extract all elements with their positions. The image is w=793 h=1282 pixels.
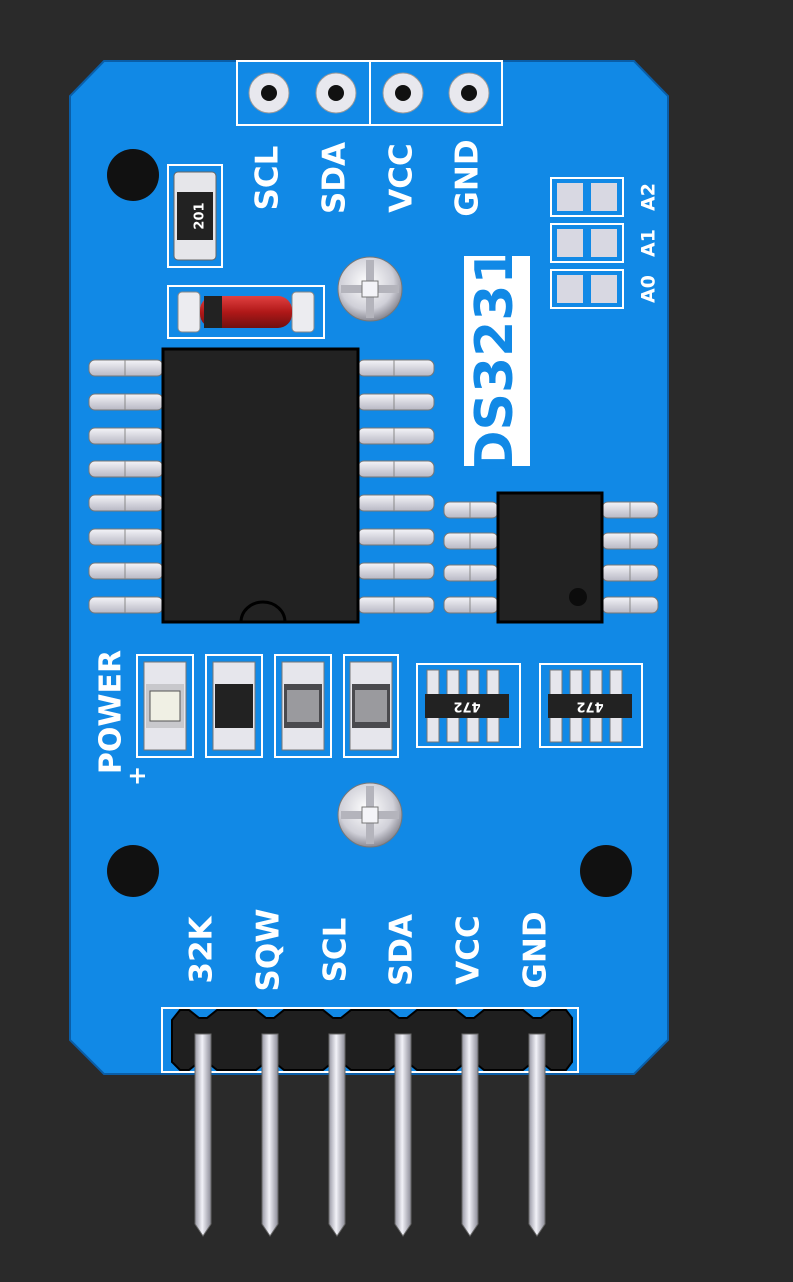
bottom-header-label-vcc: VCC <box>451 915 487 985</box>
ic-rtc-lead-right <box>357 359 435 377</box>
mounting-hole-bottom-left <box>107 845 159 897</box>
bottom-header-label-sda: SDA <box>384 914 420 986</box>
bottom-header-label-sqw: SQW <box>251 909 287 992</box>
ic-eeprom <box>443 491 659 624</box>
mounting-hole-bottom-right <box>580 845 632 897</box>
bottom-header-pin-32k <box>194 1033 212 1237</box>
ic-rtc-lead-left <box>88 494 164 512</box>
diode <box>167 285 325 339</box>
ic-rtc-lead-right <box>357 494 435 512</box>
ic-eeprom-lead-left <box>443 501 499 519</box>
address-label-a2: A2 <box>638 183 660 211</box>
bottom-header-housing <box>171 1009 573 1071</box>
ic-rtc-lead-right <box>357 528 435 546</box>
ic-eeprom-lead-left <box>443 532 499 550</box>
bottom-header-pin-sda <box>394 1033 412 1237</box>
address-label-a1: A1 <box>638 229 660 257</box>
power-label: POWER <box>94 650 129 774</box>
chip-label: DS3231 <box>464 248 530 474</box>
capacitor-3 <box>343 654 399 758</box>
top-header-label-gnd: GND <box>450 139 486 216</box>
bottom-header-pin-vcc <box>461 1033 479 1237</box>
chip-title: DS3231 <box>465 248 525 473</box>
ic-eeprom-lead-left <box>443 596 499 614</box>
resistor-array-2-code: 472 <box>576 699 603 714</box>
bottom-header-label-scl: SCL <box>318 918 354 983</box>
bottom-header-pin-gnd <box>528 1033 546 1237</box>
resistor-array-2: 472 <box>539 663 643 748</box>
screw-bottom <box>337 782 403 848</box>
power-plus: + <box>123 766 151 786</box>
mounting-hole-top-left <box>107 149 159 201</box>
address-pads: A0 A1 A2 <box>550 177 660 309</box>
bottom-header-label-32k: 32K <box>184 915 220 983</box>
bottom-header-pin-scl <box>328 1033 346 1237</box>
ic-rtc-lead-right <box>357 596 435 614</box>
top-header-label-scl: SCL <box>250 146 286 211</box>
ic-rtc-lead-left <box>88 562 164 580</box>
power-label-group: POWER + <box>94 650 152 786</box>
bottom-header-pin-sqw <box>261 1033 279 1237</box>
ic-rtc-lead-right <box>357 562 435 580</box>
resistor-r201: 201 <box>167 164 223 268</box>
capacitor-1 <box>205 654 263 758</box>
resistor-array-1: 472 <box>416 663 521 748</box>
ic-rtc-lead-left <box>88 359 164 377</box>
ic-rtc-lead-left <box>88 528 164 546</box>
capacitor-2 <box>274 654 332 758</box>
bottom-header-label-gnd: GND <box>518 911 554 988</box>
resistor-r201-code: 201 <box>193 202 208 229</box>
ic-rtc-lead-left <box>88 596 164 614</box>
top-header-label-sda: SDA <box>317 142 353 214</box>
ic-rtc-lead-right <box>357 427 435 445</box>
address-label-a0: A0 <box>638 275 660 303</box>
led-power <box>136 654 194 758</box>
top-header-label-vcc: VCC <box>384 143 420 213</box>
ic-rtc-lead-left <box>88 460 164 478</box>
top-header: SCL SDA VCC GND <box>236 60 503 217</box>
ic-eeprom-lead-left <box>443 564 499 582</box>
resistor-array-1-code: 472 <box>453 699 480 714</box>
screw-top <box>337 256 403 322</box>
bottom-header: 32K SQW SCL SDA VCC GND <box>161 909 579 1237</box>
ic-rtc-lead-left <box>88 427 164 445</box>
ic-rtc-lead-left <box>88 393 164 411</box>
ic-rtc-lead-right <box>357 460 435 478</box>
ic-rtc-lead-right <box>357 393 435 411</box>
ic-rtc <box>88 347 435 624</box>
